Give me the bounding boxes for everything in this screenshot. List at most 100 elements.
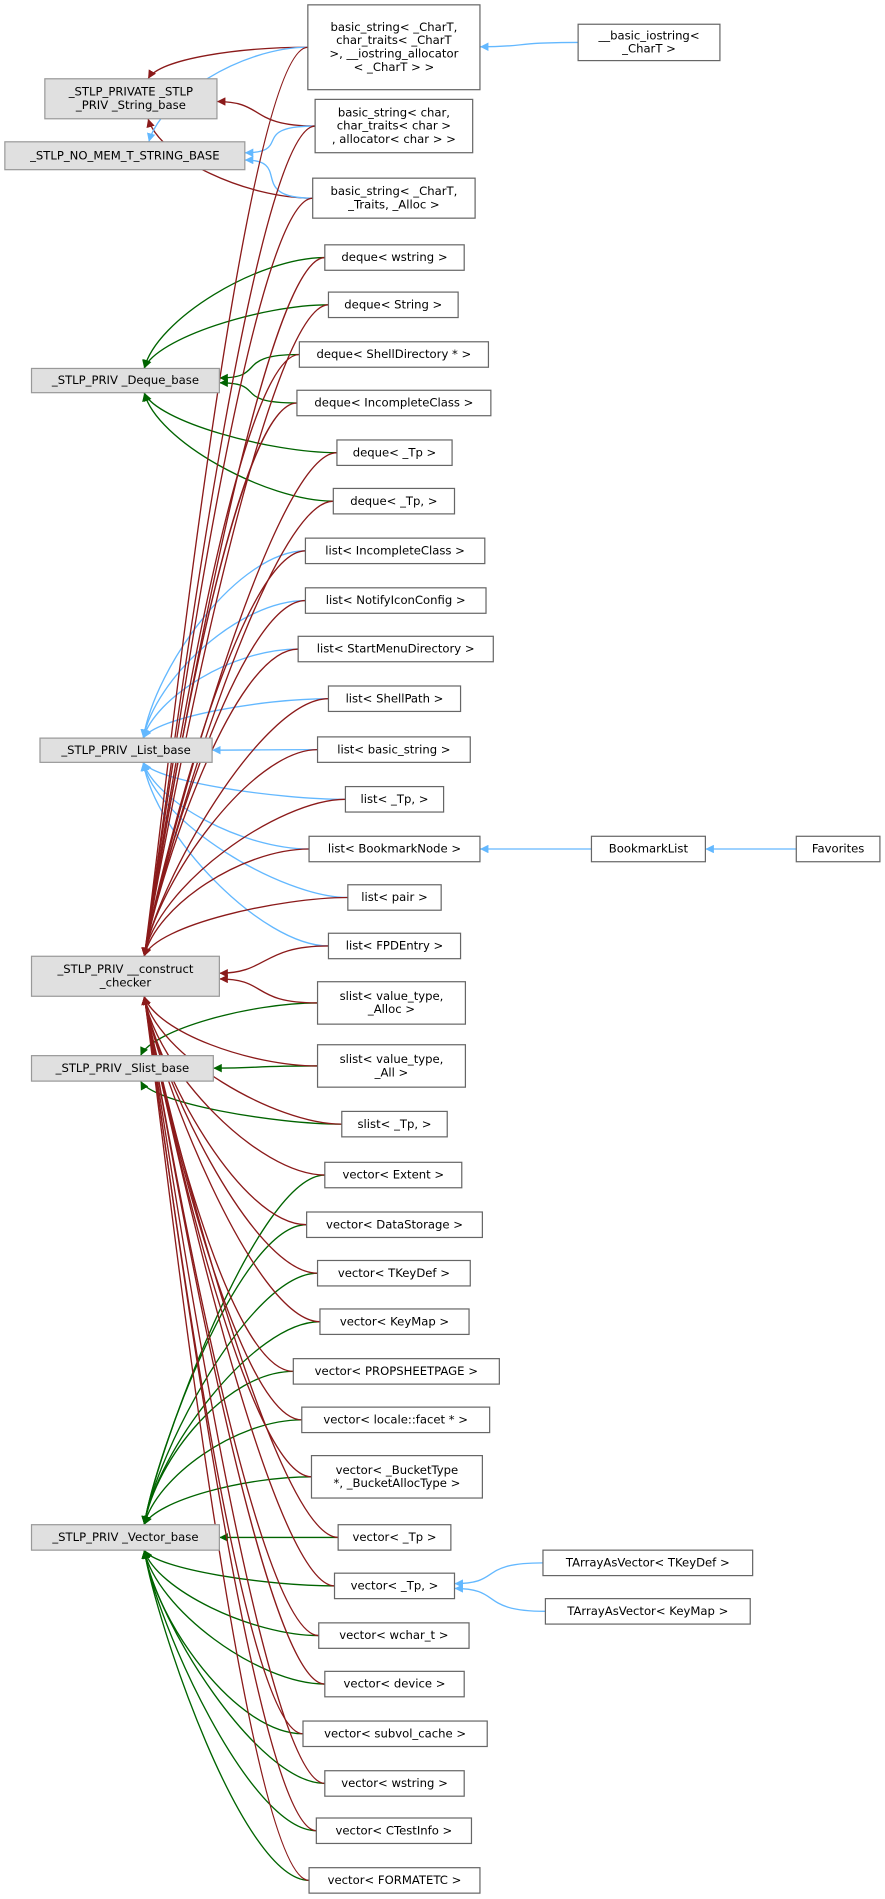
class-node-favorites[interactable]: Favorites: [795, 835, 881, 863]
class-node-ls1[interactable]: list< IncompleteClass >: [304, 537, 486, 565]
edge-bs2-to-string_base: [216, 97, 316, 127]
class-box: [302, 1720, 488, 1748]
class-node-sl1[interactable]: slist< value_type,_Alloc >: [316, 981, 467, 1025]
class-node-v3[interactable]: vector< TKeyDef >: [316, 1259, 471, 1287]
class-label-line: vector< DataStorage >: [326, 1217, 463, 1231]
class-node-v6[interactable]: vector< locale::facet * >: [301, 1406, 491, 1434]
class-node-v1[interactable]: vector< Extent >: [324, 1161, 463, 1189]
class-box: [292, 1358, 500, 1385]
class-box: [304, 587, 487, 614]
class-node-ls3[interactable]: list< StartMenuDirectory >: [297, 635, 494, 663]
class-node-dq3[interactable]: deque< ShellDirectory * >: [298, 341, 490, 368]
class-label-line: deque< _Tp >: [353, 445, 437, 459]
edge-dq1-to-deque_base: [142, 256, 325, 369]
class-node-v5[interactable]: vector< PROPSHEETPAGE >: [292, 1358, 500, 1385]
edge-dq5-to-deque_base: [143, 392, 337, 454]
edge-ls9-to-checker: [219, 945, 329, 978]
class-node-v10[interactable]: vector< wchar_t >: [318, 1622, 470, 1649]
class-box: [307, 4, 481, 91]
class-node-v11[interactable]: vector< device >: [324, 1670, 465, 1698]
class-node-vector_base: _STLP_PRIV _Vector_base: [30, 1524, 220, 1551]
edge-ls6-to-checker: [141, 798, 346, 957]
class-node-dq2[interactable]: deque< String >: [327, 291, 459, 319]
class-node-checker: _STLP_PRIV __construct_checker: [30, 955, 220, 997]
class-node-bs3[interactable]: basic_string< _CharT,_Traits, _Alloc >: [312, 177, 476, 219]
class-node-ls2[interactable]: list< NotifyIconConfig >: [304, 587, 487, 614]
class-node-dq4[interactable]: deque< IncompleteClass >: [296, 389, 492, 417]
class-box: [324, 1670, 465, 1698]
edge-ls7-to-list_base: [141, 762, 310, 850]
class-label-line: vector< _Tp, >: [351, 1579, 439, 1593]
class-label-line: _Traits, _Alloc >: [347, 197, 440, 211]
edge-ls1-to-list_base: [140, 550, 306, 739]
class-label-line: vector< _BucketType: [336, 1463, 459, 1477]
class-node-bookmarklist[interactable]: BookmarkList: [590, 835, 706, 863]
class-box: [590, 835, 706, 863]
edge-bs2-to-nomem: [244, 125, 316, 158]
class-node-ls4[interactable]: list< ShellPath >: [327, 685, 462, 713]
edge-v9-to-checker: [141, 996, 335, 1587]
edge-v6-to-vector_base: [142, 1419, 302, 1525]
class-node-ta2[interactable]: TArrayAsVector< KeyMap >: [544, 1598, 751, 1625]
class-node-ls7[interactable]: list< BookmarkNode >: [308, 835, 481, 863]
class-label-line: list< StartMenuDirectory >: [317, 642, 475, 656]
class-node-dq6[interactable]: deque< _Tp, >: [332, 487, 456, 515]
class-node-bs2[interactable]: basic_string< char,char_traits< char >, …: [314, 98, 474, 154]
class-label-line: vector< KeyMap >: [340, 1314, 449, 1328]
class-node-dq1[interactable]: deque< wstring >: [324, 244, 465, 271]
edge-v4-to-vector_base: [141, 1321, 320, 1525]
class-node-v13[interactable]: vector< wstring >: [324, 1770, 465, 1797]
edge-ls5-to-checker: [141, 748, 318, 957]
class-node-sl3[interactable]: slist< _Tp, >: [341, 1110, 448, 1138]
class-box: [304, 537, 486, 565]
class-box: [308, 835, 481, 863]
class-node-dq5[interactable]: deque< _Tp >: [336, 439, 453, 467]
class-box: [297, 635, 494, 663]
edge-sl3-to-checker: [141, 996, 342, 1125]
edge-bs3-to-string_base: [146, 118, 313, 199]
class-box: [347, 884, 442, 911]
class-node-slist_base: _STLP_PRIV _Slist_base: [30, 1055, 214, 1082]
class-node-v2[interactable]: vector< DataStorage >: [306, 1211, 483, 1239]
class-label-line: _STLP_PRIV _Deque_base: [51, 373, 199, 387]
class-label-line: _Alloc >: [367, 1002, 415, 1016]
edge-ta1-to-v9: [454, 1562, 543, 1588]
edge-ls8-to-checker: [143, 896, 348, 957]
class-label-line: vector< subvol_cache >: [324, 1726, 466, 1740]
edge-ls8-to-list_base: [140, 762, 348, 899]
edge-v15-to-vector_base: [141, 1550, 310, 1882]
edge-v8-to-checker: [141, 996, 339, 1539]
edge-v3-to-vector_base: [141, 1272, 318, 1525]
class-label-line: _STLP_PRIVATE _STLP: [68, 85, 193, 99]
class-label-line: slist< _Tp, >: [358, 1117, 432, 1131]
class-node-ta1[interactable]: TArrayAsVector< TKeyDef >: [542, 1549, 754, 1577]
class-node-v8[interactable]: vector< _Tp >: [337, 1524, 452, 1551]
class-node-ls5[interactable]: list< basic_string >: [316, 736, 471, 763]
edge-dq6-to-deque_base: [142, 392, 334, 502]
class-node-v9[interactable]: vector< _Tp, >: [333, 1572, 456, 1600]
class-node-iostring[interactable]: __basic_iostring<_CharT >: [577, 23, 721, 62]
class-node-v4[interactable]: vector< KeyMap >: [319, 1308, 470, 1336]
class-box: [30, 367, 220, 394]
class-label-line: _CharT >: [621, 42, 676, 56]
class-label-line: _checker: [99, 976, 152, 990]
class-label-line: vector< wchar_t >: [339, 1628, 448, 1642]
class-node-ls8[interactable]: list< pair >: [347, 884, 442, 911]
class-label-line: vector< wstring >: [341, 1776, 448, 1790]
class-node-v15[interactable]: vector< FORMATETC >: [308, 1867, 481, 1894]
edge-ls7-to-checker: [142, 848, 310, 957]
class-label-line: *, _BucketAllocType >: [334, 1476, 461, 1490]
class-label-line: _All >: [374, 1065, 409, 1079]
class-node-ls6[interactable]: list< _Tp, >: [344, 785, 445, 813]
class-label-line: list< FPDEntry >: [346, 939, 444, 953]
class-node-v7[interactable]: vector< _BucketType *, _BucketAllocType …: [310, 1455, 483, 1499]
class-node-ls9[interactable]: list< FPDEntry >: [327, 932, 462, 960]
class-node-v12[interactable]: vector< subvol_cache >: [302, 1720, 488, 1748]
class-box: [44, 78, 218, 120]
edge-v13-to-vector_base: [141, 1550, 325, 1785]
class-node-sl2[interactable]: slist< value_type,_All >: [316, 1044, 467, 1088]
class-node-list_base: _STLP_PRIV _List_base: [39, 737, 213, 763]
class-node-bs1[interactable]: basic_string< _CharT,char_traits< _CharT…: [307, 4, 481, 91]
class-node-v14[interactable]: vector< CTestInfo >: [315, 1817, 473, 1845]
